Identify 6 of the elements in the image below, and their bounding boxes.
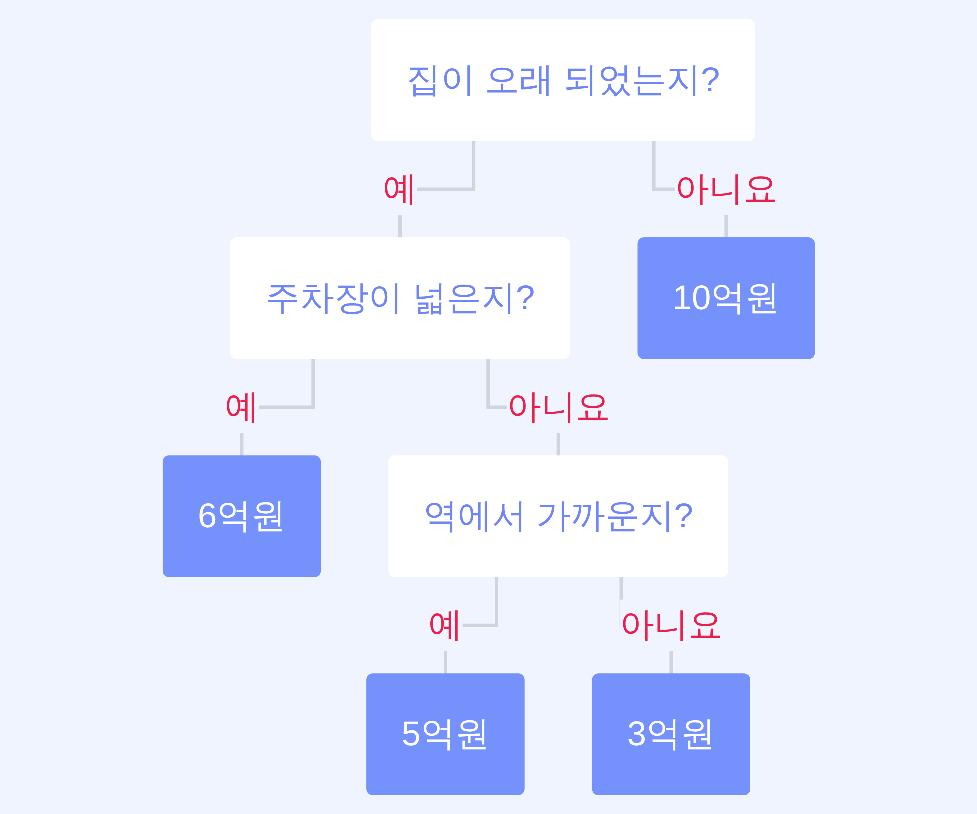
edge-label: 예 (428, 606, 462, 644)
edge-label: 아니요 (674, 170, 778, 208)
edge-label: 아니요 (506, 388, 610, 426)
edge-label: 예 (382, 170, 417, 208)
edge-label: 예 (224, 388, 259, 426)
edge-label: 아니요 (619, 606, 723, 644)
